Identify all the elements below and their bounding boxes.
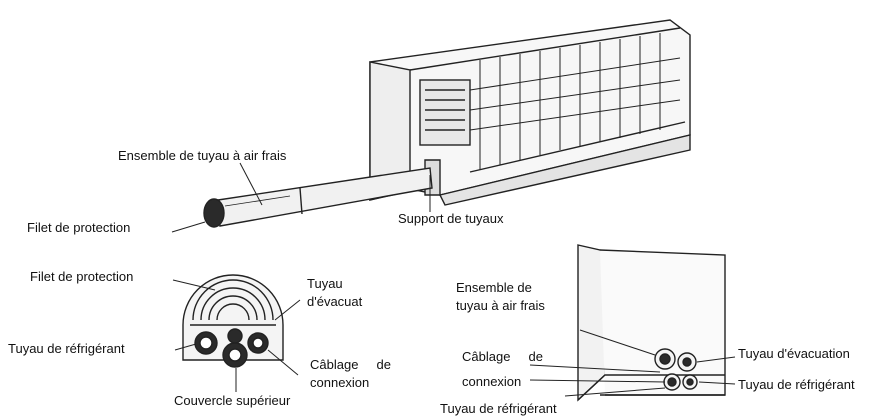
label-tuyau-evacuat-2: d'évacuat <box>307 294 363 309</box>
leader-cablage-right-1 <box>529 364 661 373</box>
label-filet-protection-mid: Filet de protection <box>30 269 134 284</box>
label-filet-protection-top: Filet de protection <box>27 220 131 235</box>
leader-cablage-right-2 <box>529 379 666 383</box>
pipe-cross-section <box>182 274 284 368</box>
leader-evacuation-right <box>696 356 736 363</box>
label-ensemble-right-1: Ensemble de <box>456 280 532 295</box>
leader-refrigerant-bottom <box>564 387 666 397</box>
label-tuyau-refrigerant-right: Tuyau de réfrigérant <box>738 377 855 392</box>
fresh-air-pipe <box>203 167 433 228</box>
unit-grille <box>469 33 681 170</box>
leader-ensemble-top <box>239 162 263 206</box>
label-cablage-right-1: Câblage de <box>462 349 543 364</box>
label-support-tuyaux: Support de tuyaux <box>398 211 504 226</box>
side-view <box>577 244 726 402</box>
label-cablage-left-2: connexion <box>310 375 370 390</box>
leader-filet-mid <box>172 279 216 291</box>
label-tuyau-refrigerant-bottom: Tuyau de réfrigérant <box>440 401 557 416</box>
label-tuyau-evacuation-right: Tuyau d'évacuation <box>738 346 850 361</box>
label-cablage-right-2: connexion <box>462 374 522 389</box>
label-ensemble-right-2: tuyau à air frais <box>456 298 545 313</box>
label-cablage-left-1: Câblage de <box>310 357 391 372</box>
leader-refrigerant-left <box>174 343 197 351</box>
label-couvercle-superieur: Couvercle supérieur <box>174 393 291 408</box>
leader-refrigerant-right <box>698 381 736 385</box>
label-tuyau-evacuat-1: Tuyau <box>307 276 343 291</box>
label-tuyau-refrigerant-left: Tuyau de réfrigérant <box>8 341 125 356</box>
leader-filet-top <box>171 221 206 233</box>
control-box <box>419 79 471 146</box>
leader-ensemble-right <box>579 329 656 356</box>
drain-tube <box>227 328 243 344</box>
leader-cablage-left <box>267 349 299 376</box>
protection-net-end <box>203 198 225 228</box>
unit-lower-lip <box>438 134 691 206</box>
label-ensemble-tuyau-top: Ensemble de tuyau à air frais <box>118 148 287 163</box>
leader-evacuat <box>274 299 301 321</box>
